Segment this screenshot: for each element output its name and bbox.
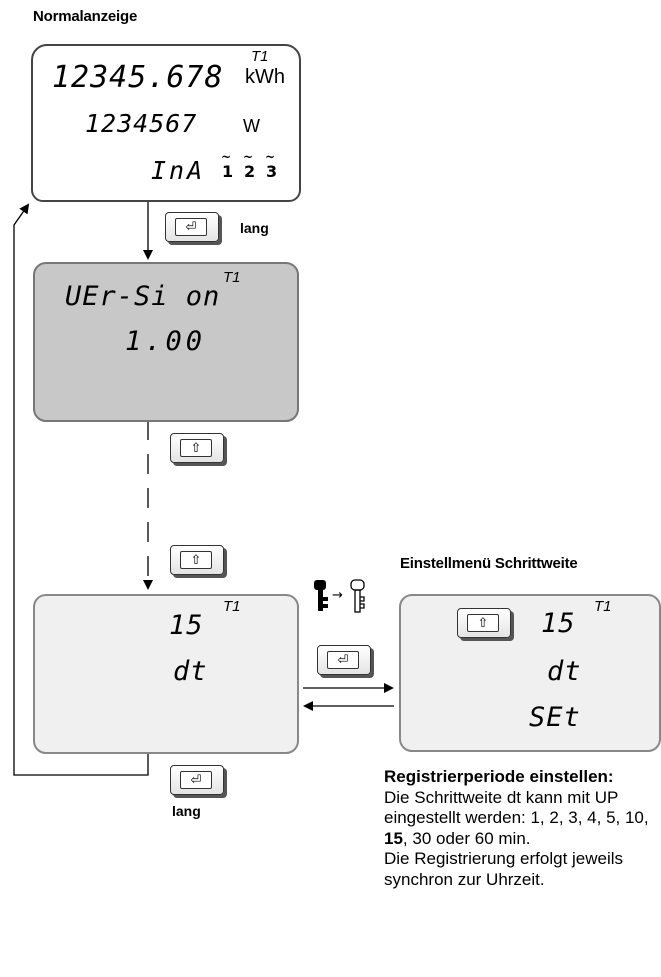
settings-label: dt (547, 656, 582, 687)
lock-to-unlock-icon: → (314, 579, 365, 613)
tariff-indicator: T1 (223, 598, 241, 615)
step-width-value: 15 (169, 610, 204, 641)
status-code: InA (151, 156, 206, 185)
enter-icon: ⏎ (180, 771, 212, 789)
up-arrow-icon: ⇧ (180, 551, 212, 569)
long-press-label-top: lang (240, 220, 269, 236)
description-line-c: Die Registrierung erfolgt jeweils synchr… (384, 849, 624, 889)
energy-reading: 12345.678 (52, 60, 224, 95)
description-line-b: , 30 oder 60 min. (402, 828, 531, 848)
enter-icon: ⏎ (327, 651, 359, 669)
phase-indicators: ~ 1 ~ 2 ~ 3 (221, 150, 278, 181)
power-reading: 1234567 (85, 109, 198, 138)
up-key-settings[interactable]: ⇧ (457, 608, 511, 638)
set-indicator: SEt (529, 702, 581, 733)
up-key-middle[interactable]: ⇧ (170, 433, 224, 463)
tariff-indicator: T1 (594, 598, 612, 615)
version-number: 1.00 (125, 326, 207, 357)
tariff-indicator: T1 (223, 269, 241, 286)
energy-unit: kWh (245, 66, 285, 88)
description-line-a: Die Schrittweite dt kann mit UP eingeste… (384, 787, 649, 828)
phase-3-indicator: 3 (266, 162, 278, 181)
power-unit: W (243, 116, 260, 136)
settings-display: ⇧ 15 T1 dt SEt (399, 594, 661, 752)
enter-icon: ⏎ (175, 218, 207, 236)
long-press-label-bottom: lang (172, 803, 201, 819)
version-label: UEr-Si on (65, 281, 221, 312)
phase-1-indicator: 1 (222, 162, 234, 181)
version-display: UEr-Si on T1 1.00 (33, 262, 299, 422)
arrow-icon: → (332, 588, 343, 603)
up-arrow-icon: ⇧ (467, 614, 499, 632)
enter-key-long-top[interactable]: ⏎ (165, 212, 219, 242)
enter-key-long-bottom[interactable]: ⏎ (170, 765, 224, 795)
enter-key-confirm[interactable]: ⏎ (317, 645, 371, 675)
settings-value: 15 (541, 608, 576, 639)
phase-2-indicator: 2 (244, 162, 256, 181)
up-key-lower[interactable]: ⇧ (170, 545, 224, 575)
open-key-icon (350, 579, 365, 613)
step-width-label: dt (173, 656, 208, 687)
tariff-indicator: T1 (251, 48, 269, 65)
description-highlight: 15 (384, 828, 403, 848)
closed-key-icon (314, 580, 328, 611)
normal-display-heading: Normalanzeige (33, 8, 138, 25)
description-text: Registrierperiode einstellen: Die Schrit… (384, 767, 661, 890)
settings-menu-heading: Einstellmenü Schrittweite (400, 555, 578, 572)
description-title: Registrierperiode einstellen: (384, 767, 614, 786)
normal-display: 12345.678 T1 kWh 1234567 W InA ~ 1 ~ 2 ~… (31, 44, 301, 202)
step-width-display: 15 T1 dt (33, 594, 299, 754)
up-arrow-icon: ⇧ (180, 439, 212, 457)
